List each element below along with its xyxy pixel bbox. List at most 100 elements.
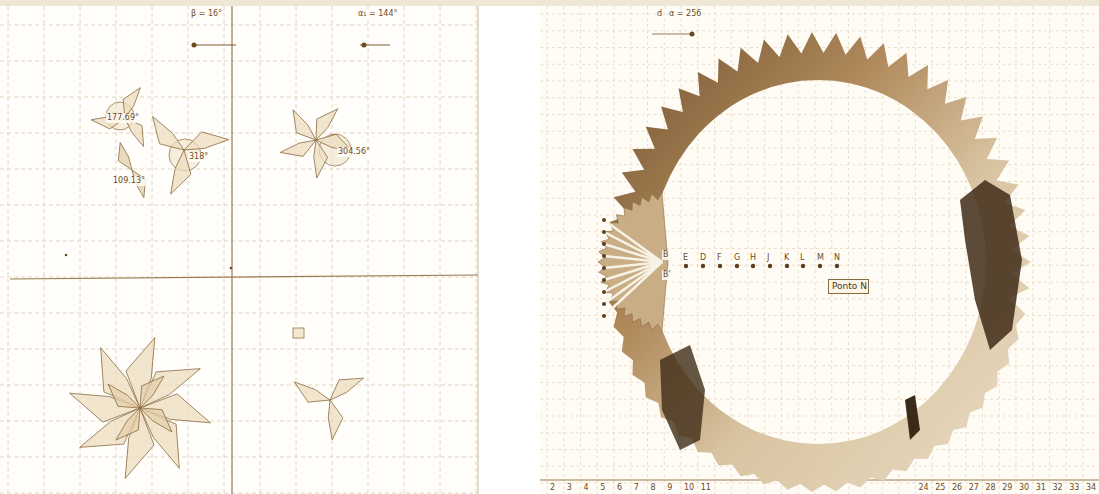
point (751, 264, 755, 268)
pinwheel-blade (116, 408, 140, 440)
ray (604, 262, 662, 304)
point (835, 264, 839, 268)
point (701, 264, 705, 268)
point (602, 254, 606, 258)
slider-track (652, 34, 694, 35)
pinwheel-blade (293, 110, 316, 140)
tooltip-box: Ponto N (828, 279, 869, 294)
grid-line (540, 81, 1099, 82)
point-label: B' (662, 270, 672, 280)
point (801, 264, 805, 268)
slider-knob (362, 43, 367, 48)
point (718, 264, 722, 268)
axis-number: 34 (1085, 483, 1097, 493)
axis-number: 30 (1018, 483, 1030, 493)
rock (905, 395, 920, 440)
panel-ground (0, 6, 478, 494)
ray (604, 262, 662, 316)
slider-knob (690, 32, 695, 37)
pinwheel (294, 378, 363, 440)
top-bar (0, 0, 1099, 6)
value-label: 177.69° (106, 113, 140, 123)
grid-line (1049, 6, 1050, 494)
ray (604, 256, 662, 262)
point (602, 278, 606, 282)
pinwheel (153, 116, 229, 194)
grid-line (540, 416, 1099, 417)
point (602, 314, 606, 318)
pinwheel (70, 338, 211, 479)
point-label: K (783, 253, 790, 263)
panel-ground (540, 6, 1099, 494)
point-label: M (816, 253, 825, 263)
point-label: E (682, 253, 689, 263)
value-label: 318° (188, 152, 209, 162)
axis-number: 25 (934, 483, 946, 493)
point (65, 254, 68, 257)
axis-number: 6 (616, 483, 623, 493)
grid-line (547, 6, 548, 494)
axis-number: 8 (650, 483, 657, 493)
axis-number: 28 (985, 483, 997, 493)
point-label: N (833, 253, 841, 263)
axis-number: 24 (918, 483, 930, 493)
point (818, 264, 822, 268)
value-label: β = 16° (190, 9, 223, 19)
grid-line (404, 6, 405, 494)
value-label: d (656, 9, 663, 19)
value-label: 109.13° (112, 176, 146, 186)
pinwheel-blade (316, 109, 338, 140)
grid-line (540, 131, 1099, 132)
grid-line (580, 6, 581, 494)
point (785, 264, 789, 268)
tooltip-text: Ponto N (832, 281, 865, 292)
axis-number: 3 (566, 483, 573, 493)
value-label: α₁ = 144° (357, 9, 399, 19)
point-label: F (716, 253, 723, 263)
grid-line (0, 61, 478, 62)
axis-number: 27 (968, 483, 980, 493)
value-label: 304.56° (337, 147, 371, 157)
axis-number: 2 (549, 483, 556, 493)
point-label: D (699, 253, 707, 263)
grid-line (540, 148, 1099, 149)
pinwheel-blade (140, 369, 200, 408)
pinwheel-blade (108, 384, 140, 408)
grid-line (540, 114, 1099, 115)
pinwheel-blade (328, 400, 343, 440)
point (602, 242, 606, 246)
grid-line (540, 382, 1099, 383)
pinwheel (118, 142, 145, 197)
point (684, 264, 688, 268)
ray (604, 244, 662, 262)
grid-line (597, 6, 598, 494)
axis-number: 9 (666, 483, 673, 493)
point (602, 218, 606, 222)
ray (604, 232, 662, 262)
grid-line (1083, 6, 1084, 494)
left-panel (0, 0, 478, 494)
value-label: α = 256 (668, 9, 702, 19)
point (602, 230, 606, 234)
axis-number: 4 (583, 483, 590, 493)
pinwheel (280, 109, 352, 178)
grid-line (1032, 6, 1033, 494)
grid-line (0, 349, 478, 350)
point (768, 264, 772, 268)
point-label: G (733, 253, 741, 263)
photo-ring (605, 32, 1031, 492)
axis-number: 29 (1001, 483, 1013, 493)
fan (598, 192, 668, 331)
point (735, 264, 739, 268)
grid-line (540, 164, 1099, 165)
grid-line (540, 365, 1099, 366)
pinwheel-blade (118, 142, 132, 170)
pinwheel (91, 88, 144, 147)
point-label: B (662, 250, 670, 260)
ray (604, 220, 662, 262)
grid-line (540, 399, 1099, 400)
axis-number: 33 (1068, 483, 1080, 493)
